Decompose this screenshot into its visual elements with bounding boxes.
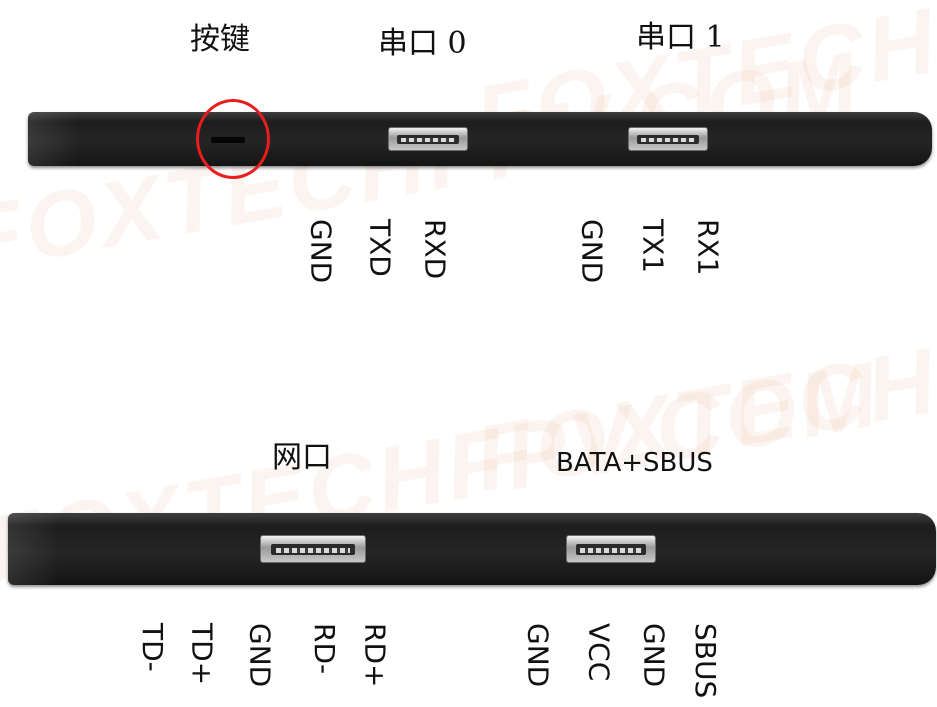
bottom-device-edge xyxy=(8,513,936,585)
ethernet-label: 网口 xyxy=(272,440,332,475)
button-label: 按键 xyxy=(190,22,250,57)
serial0-label: 串口 0 xyxy=(378,26,467,61)
bata-sbus-label: BATA+SBUS xyxy=(556,448,713,478)
serial0-port[interactable] xyxy=(388,127,468,151)
ethernet-port[interactable] xyxy=(260,535,366,563)
bata-sbus-port[interactable] xyxy=(566,535,656,563)
top-device-edge xyxy=(28,112,932,166)
button-highlight-circle xyxy=(196,99,270,179)
serial1-label: 串口 1 xyxy=(636,20,725,55)
serial1-port[interactable] xyxy=(628,127,708,151)
